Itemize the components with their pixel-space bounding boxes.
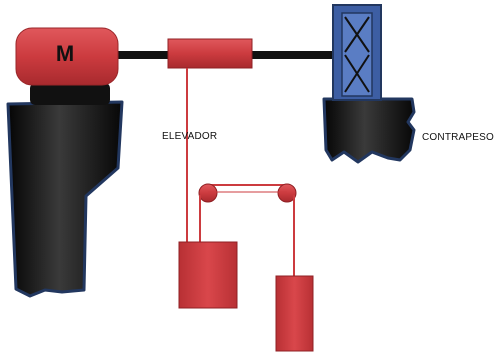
drum xyxy=(167,38,253,69)
elevator-car xyxy=(178,241,238,309)
left-support-block xyxy=(6,100,124,298)
motor xyxy=(15,27,119,86)
contrapeso-label: CONTRAPESO xyxy=(422,132,495,143)
motor-base xyxy=(30,83,110,105)
elevador-label: ELEVADOR xyxy=(162,131,218,142)
counterweight-guide-inner xyxy=(341,12,373,97)
pulley-left xyxy=(198,183,218,203)
motor-label: M xyxy=(55,41,75,66)
guide-x-mark xyxy=(344,54,370,93)
guide-x-mark xyxy=(344,16,370,53)
pulley-right xyxy=(277,183,297,203)
counterweight xyxy=(275,275,314,352)
right-support-block xyxy=(322,97,416,164)
